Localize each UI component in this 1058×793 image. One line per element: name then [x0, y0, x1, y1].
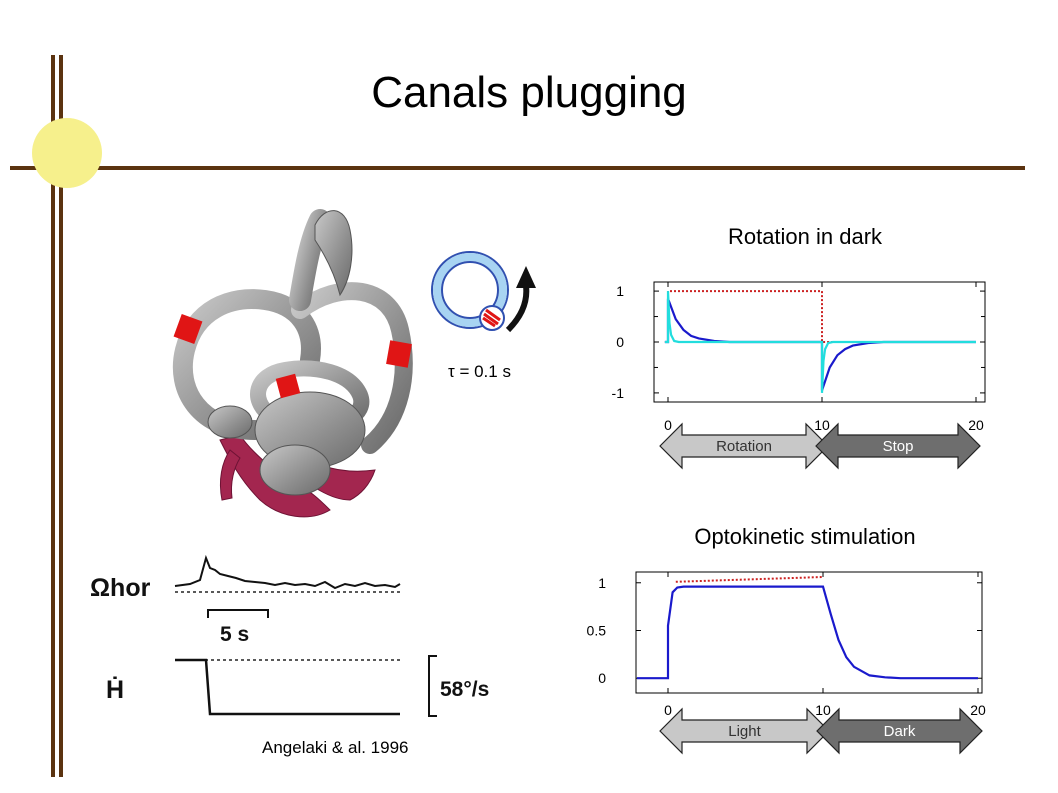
y-tick-label: 0 — [616, 334, 624, 350]
citation: Angelaki & al. 1996 — [262, 738, 409, 757]
x-tick-label: 20 — [968, 417, 984, 433]
slide-title: Canals plugging — [371, 68, 687, 117]
posterior-canal — [291, 282, 413, 454]
canal-plugs — [173, 313, 412, 399]
time-scale-label: 5 s — [220, 623, 249, 646]
endolymphatic-sac — [314, 210, 353, 297]
h-dot-trace — [175, 658, 400, 716]
rotation-arrow-icon — [505, 285, 530, 333]
frame-left-bar-outer — [51, 55, 55, 777]
h-dot-label: Ḣ — [106, 676, 124, 704]
canal-rotation-schematic — [431, 251, 536, 333]
plug-anterior — [173, 313, 203, 345]
phase-arrow-1 — [816, 707, 983, 755]
cochlear-process — [207, 405, 253, 439]
canal-ring-outer — [431, 251, 509, 329]
phase-label-1: Stop — [883, 438, 914, 455]
chart-title-optokinetic: Optokinetic stimulation — [694, 524, 916, 549]
canal-ring-inner — [441, 261, 499, 319]
phase-label-1: Dark — [884, 723, 916, 740]
frame-top-rule — [10, 166, 1025, 170]
saccule — [259, 444, 331, 496]
y-tick-label: 0.5 — [587, 623, 607, 639]
y-tick-label: 0 — [598, 670, 606, 686]
semicircular-canals-illustration — [172, 209, 413, 518]
phase-label-0: Rotation — [716, 438, 772, 455]
y-tick-label: -1 — [612, 385, 625, 401]
axes-frame — [635, 571, 983, 694]
y-tick-label: 1 — [598, 575, 606, 591]
phase-arrow-1 — [815, 422, 981, 470]
plug-posterior — [386, 340, 412, 368]
rotation-arrow-head — [516, 266, 536, 288]
y-tick-label: 1 — [616, 283, 624, 299]
cupula-marks — [482, 308, 501, 328]
series-line-0 — [675, 576, 824, 583]
omega-trace — [174, 554, 401, 590]
time-constant-label: τ = 0.1 s — [448, 362, 511, 381]
x-tick-label: 10 — [815, 702, 831, 718]
series-line-1 — [637, 585, 978, 680]
canal-ring-fill — [433, 253, 507, 327]
phase-label-0: Light — [728, 723, 761, 740]
frame-left-bar-inner — [59, 55, 63, 777]
omega-hor-label: Ωhor — [90, 574, 151, 602]
series-line-2 — [664, 291, 976, 393]
x-tick-label: 10 — [814, 417, 830, 433]
chart-title-rotation: Rotation in dark — [727, 224, 883, 249]
plug-lateral — [275, 373, 301, 399]
time-scale-bar — [207, 609, 269, 618]
x-tick-label: 0 — [664, 417, 672, 433]
velocity-scale-bracket — [428, 655, 437, 717]
velocity-scale-label: 58°/s — [440, 678, 489, 701]
eye-velocity-recording: Ωhor 5 s Ḣ 58°/s — [90, 554, 489, 717]
x-tick-label: 0 — [664, 702, 672, 718]
decorative-yellow-circle — [32, 118, 102, 188]
x-tick-label: 20 — [970, 702, 986, 718]
